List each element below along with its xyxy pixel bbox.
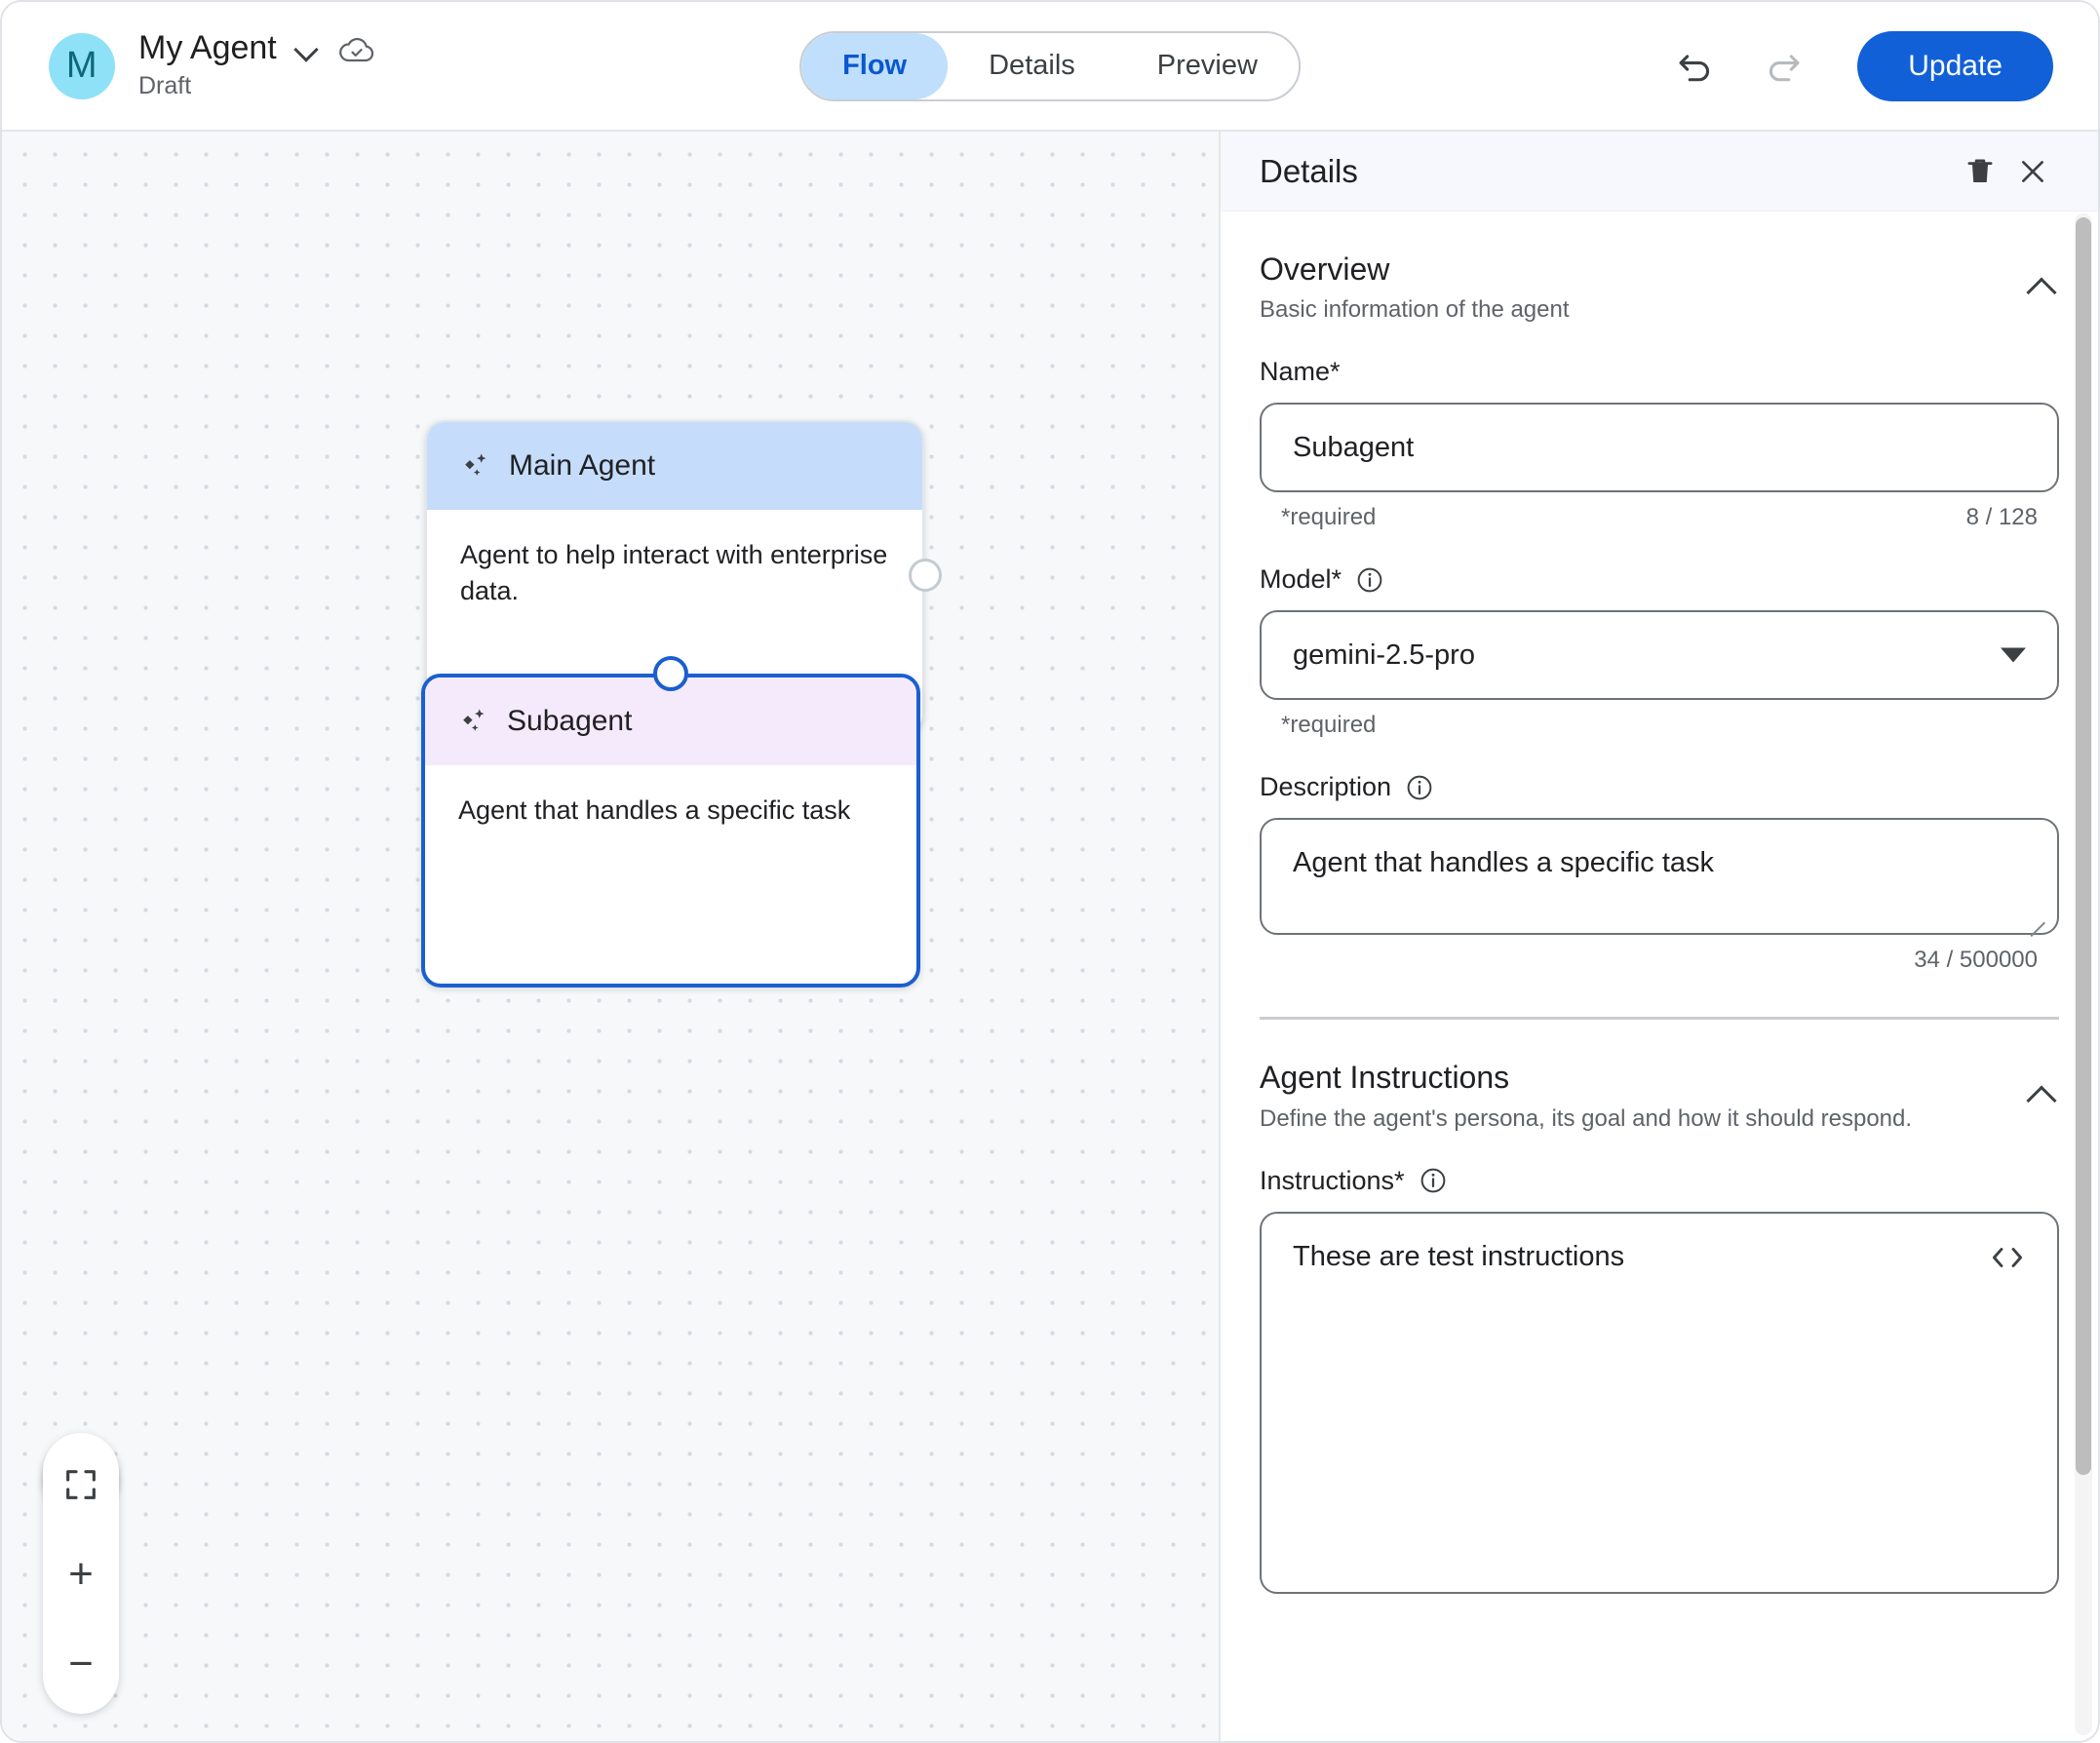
- sparkle-icon: [463, 709, 485, 731]
- name-field-group: Name* *required 8 / 128: [1260, 357, 2059, 531]
- close-icon: [2022, 160, 2043, 182]
- node-description: Agent that handles a specific task: [458, 795, 851, 825]
- section-divider: [1260, 1017, 2059, 1021]
- tab-flow[interactable]: Flow: [801, 32, 949, 99]
- node-description: Agent to help interact with enterprise d…: [460, 540, 888, 605]
- model-select[interactable]: [1260, 610, 2059, 701]
- redo-icon: [1769, 54, 1800, 81]
- canvas-zoom-controls: + −: [43, 1433, 119, 1714]
- top-actions: Update: [1666, 30, 2053, 101]
- instructions-textarea[interactable]: [1260, 1211, 2059, 1594]
- model-field-group: Model* *required: [1260, 564, 2059, 739]
- details-panel-header: Details: [1221, 132, 2098, 212]
- page-title: My Agent: [138, 29, 277, 67]
- details-panel-body: Overview Basic information of the agent …: [1221, 212, 2098, 1741]
- info-icon[interactable]: [1405, 773, 1434, 802]
- code-view-icon[interactable]: [1989, 1243, 2026, 1272]
- view-tabs: Flow Details Preview: [799, 30, 1301, 101]
- instructions-section-subtitle: Define the agent's persona, its goal and…: [1260, 1104, 1913, 1132]
- description-counter: 34 / 500000: [1914, 947, 2038, 974]
- top-bar: M My Agent Draft Flow Details Preview: [2, 2, 2098, 132]
- chevron-down-icon[interactable]: [294, 36, 320, 61]
- fit-to-screen-icon: [66, 1470, 96, 1499]
- zoom-in-button[interactable]: +: [53, 1546, 109, 1603]
- sparkle-icon: [465, 453, 486, 476]
- name-input[interactable]: [1260, 403, 2059, 493]
- details-panel-title: Details: [1260, 152, 1358, 189]
- name-counter: 8 / 128: [1965, 504, 2038, 531]
- model-label: Model*: [1260, 564, 2059, 595]
- node-input-port[interactable]: [653, 656, 688, 691]
- close-panel-button[interactable]: [2006, 145, 2059, 198]
- info-icon[interactable]: [1419, 1166, 1448, 1195]
- fit-to-screen-button[interactable]: [53, 1456, 109, 1513]
- instructions-section-title: Agent Instructions: [1260, 1060, 1510, 1096]
- overview-section-header: Overview Basic information of the agent: [1260, 212, 2059, 324]
- tab-details[interactable]: Details: [948, 33, 1116, 99]
- details-panel: Details Overview Basic information of: [1219, 132, 2098, 1741]
- info-icon[interactable]: [1355, 565, 1384, 595]
- instructions-field-group: Instructions*: [1260, 1166, 2059, 1594]
- flow-canvas[interactable]: Main Agent Agent to help interact with e…: [2, 132, 1223, 1741]
- description-field-group: Description 34 / 500000: [1260, 772, 2059, 974]
- description-label-text: Description: [1260, 772, 1392, 802]
- undo-icon: [1679, 54, 1710, 81]
- chevron-up-icon[interactable]: [2026, 272, 2059, 305]
- node-title: Main Agent: [509, 449, 656, 482]
- delete-button[interactable]: [1954, 145, 2006, 198]
- tab-preview[interactable]: Preview: [1116, 33, 1299, 99]
- update-button[interactable]: Update: [1857, 30, 2053, 101]
- node-subagent[interactable]: Subagent Agent that handles a specific t…: [421, 656, 920, 988]
- undo-button[interactable]: [1666, 38, 1723, 95]
- chevron-up-icon[interactable]: [2026, 1080, 2059, 1113]
- description-textarea[interactable]: [1260, 818, 2059, 936]
- name-required-hint: *required: [1281, 504, 1377, 531]
- description-label: Description: [1260, 772, 2059, 802]
- node-header: Main Agent: [427, 422, 922, 510]
- instructions-label: Instructions*: [1260, 1166, 2059, 1196]
- instructions-label-text: Instructions*: [1260, 1165, 1405, 1195]
- name-label: Name*: [1260, 357, 1341, 387]
- node-title: Subagent: [507, 705, 633, 737]
- cloud-saved-icon: [338, 37, 373, 62]
- agent-status: Draft: [138, 71, 192, 99]
- trash-icon: [1967, 159, 1993, 182]
- model-required-hint: *required: [1281, 712, 1377, 739]
- instructions-section-header: Agent Instructions Define the agent's pe…: [1260, 1020, 2059, 1132]
- agent-identity: M My Agent Draft: [49, 29, 376, 100]
- node-output-port[interactable]: [909, 559, 942, 592]
- avatar: M: [49, 32, 115, 99]
- redo-button[interactable]: [1756, 38, 1812, 95]
- panel-scrollbar[interactable]: [2075, 213, 2092, 1735]
- overview-subtitle: Basic information of the agent: [1260, 296, 1570, 324]
- agent-title-block: My Agent Draft: [138, 29, 376, 100]
- overview-title: Overview: [1260, 252, 1390, 287]
- panel-scrollbar-thumb[interactable]: [2076, 217, 2091, 1475]
- node-header: Subagent: [425, 678, 916, 765]
- zoom-out-button[interactable]: −: [53, 1636, 109, 1692]
- model-label-text: Model*: [1260, 564, 1342, 595]
